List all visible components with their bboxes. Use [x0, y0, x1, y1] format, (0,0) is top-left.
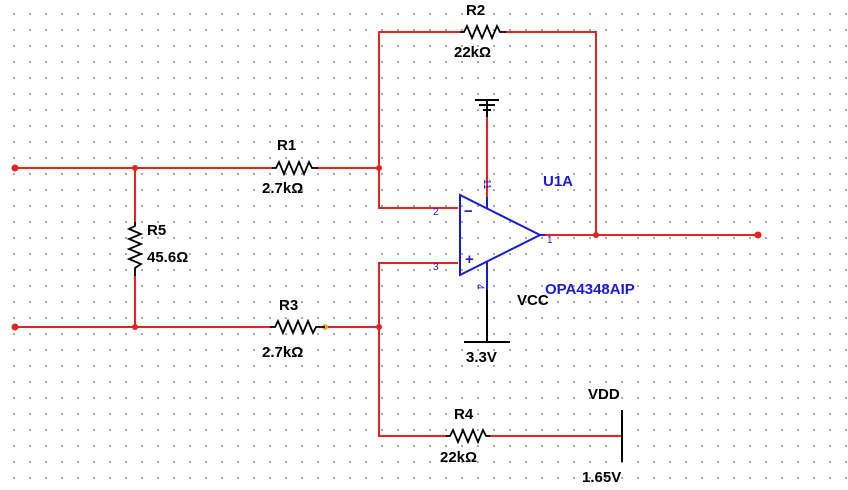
vdd-value-label: 1.65V [582, 469, 621, 486]
junction-noninv [376, 324, 382, 330]
wire-feedback-right[interactable] [505, 31, 597, 236]
wire-r4-left[interactable] [378, 326, 447, 437]
junction-r5-bottom [132, 324, 138, 330]
vcc-name-label: VCC [517, 292, 549, 309]
junction-r5-top [132, 165, 138, 171]
opamp-pin-inv-label: 2 [433, 207, 439, 218]
terminal-top-left[interactable] [11, 164, 19, 172]
terminal-bottom-left[interactable] [11, 323, 19, 331]
resistor-r3[interactable] [270, 318, 325, 336]
junction-output [593, 232, 599, 238]
resistor-r5[interactable] [126, 222, 144, 276]
opamp-pin-bottom-label: 4 [474, 284, 485, 290]
wire-noninv[interactable] [378, 262, 458, 328]
resistor-r5-zigzag-icon [126, 222, 144, 276]
r4-value-label: 22kΩ [440, 449, 477, 466]
junctions [11, 164, 762, 331]
vdd-name-label: VDD [588, 386, 620, 403]
ground-icon [475, 99, 499, 117]
r2-ref-label: R2 [466, 2, 485, 19]
resistor-r4[interactable] [446, 427, 490, 445]
r4-ref-label: R4 [454, 406, 474, 423]
r1-value-label: 2.7kΩ [262, 180, 303, 197]
resistor-r1-zigzag-icon [272, 159, 318, 177]
r3-ref-label: R3 [279, 297, 298, 314]
resistor-r2-zigzag-icon [460, 23, 506, 41]
vcc-value-label: 3.3V [466, 349, 497, 366]
vcc-supply-icon [464, 290, 510, 343]
opamp-ref-label: U1A [543, 173, 573, 190]
opamp-triangle-icon [459, 193, 543, 277]
opamp-pin-noninv-label: 3 [433, 262, 439, 273]
opamp-pin-top-label: 11 [481, 179, 492, 190]
r1-ref-label: R1 [277, 137, 296, 154]
resistor-r3-zigzag-icon [270, 318, 325, 336]
r3-value-label: 2.7kΩ [262, 344, 303, 361]
opamp-pin-out-label: 1 [547, 235, 553, 246]
resistor-r2[interactable] [460, 23, 506, 41]
wires [14, 31, 759, 437]
opamp-part-label: OPA4348AIP [545, 281, 635, 298]
opamp-plus-sign: + [465, 251, 474, 268]
resistor-r1[interactable] [272, 159, 318, 177]
opamp-u1a[interactable]: − + 2 3 1 11 4 [433, 179, 553, 290]
resistor-r4-zigzag-icon [446, 427, 490, 445]
r2-value-label: 22kΩ [454, 44, 491, 61]
junction-inverting [376, 165, 382, 171]
wire-r1-right[interactable] [317, 167, 458, 209]
wire-feedback-left[interactable] [378, 31, 461, 169]
r5-value-label: 45.6Ω [147, 249, 188, 266]
opamp-minus-sign: − [464, 203, 473, 220]
r5-ref-label: R5 [147, 222, 166, 239]
terminal-output[interactable] [754, 231, 762, 239]
